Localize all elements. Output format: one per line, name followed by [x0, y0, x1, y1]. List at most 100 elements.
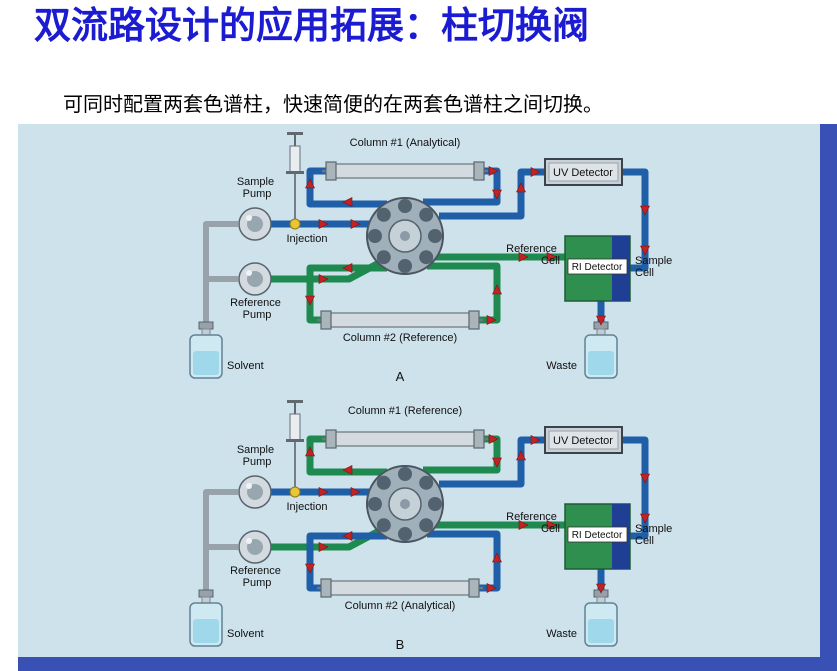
sample-cell-label: Sample Cell [635, 523, 675, 547]
flow-arrow [546, 520, 557, 530]
column-1 [322, 161, 488, 181]
uv-detector: UV Detector [544, 426, 623, 454]
uv-to-ri-tube [622, 168, 649, 272]
slide-subtitle: 可同时配置两套色谱柱，快速简便的在两套色谱柱之间切换。 [63, 94, 603, 116]
column-1-label: Column #1 (Analytical) [350, 137, 461, 149]
diagram-tag: A [396, 369, 405, 384]
ri-detector-label: RI Detector [572, 262, 623, 273]
flow-arrow [486, 315, 497, 325]
flow-arrow [305, 446, 315, 457]
flow-arrow [342, 531, 353, 541]
syringe-icon [286, 400, 304, 487]
sample-pump [238, 207, 272, 241]
diagram-panel: UV Detector RI Detector Column #1 (Analy… [18, 124, 820, 657]
column-1-label: Column #1 (Reference) [348, 405, 462, 417]
sample-pump-label: Sample Pump [237, 444, 277, 468]
sample-pump [238, 475, 272, 509]
uv-detector-label: UV Detector [553, 167, 613, 179]
diagram-tag: B [396, 637, 405, 652]
injection-port [289, 486, 301, 498]
flow-arrow [488, 166, 499, 176]
flow-arrow [318, 219, 329, 229]
column-1 [322, 429, 488, 449]
reference-pump-label: Reference Pump [230, 297, 284, 321]
solvent-label: Solvent [227, 628, 264, 640]
column-2-label: Column #2 (Reference) [343, 332, 457, 344]
injection-label: Injection [287, 233, 328, 245]
solvent-bottle [189, 589, 223, 647]
flow-arrow [596, 315, 606, 326]
page-title: 双流路设计的应用拓展：柱切换阀 [34, 6, 589, 47]
flow-arrow [640, 513, 650, 524]
flow-arrow [488, 434, 499, 444]
flow-arrow [492, 457, 502, 468]
solvent-bottle [189, 321, 223, 379]
column-2 [317, 310, 483, 330]
waste-bottle [584, 589, 618, 647]
injection-label: Injection [287, 501, 328, 513]
switching-valve [366, 197, 444, 275]
diagram-b-slot: UV Detector RI Detector Column #1 (Refer… [18, 396, 820, 656]
flow-arrow [596, 583, 606, 594]
flow-arrow [342, 465, 353, 475]
uv-detector-label: UV Detector [553, 435, 613, 447]
reference-cell-label: Reference Cell [506, 511, 560, 535]
uv-to-ri-tube [622, 436, 649, 540]
flow-arrow [530, 435, 541, 445]
solvent-pipe [203, 221, 238, 328]
flow-arrow [492, 284, 502, 295]
solvent-label: Solvent [227, 360, 264, 372]
flow-arrow [640, 205, 650, 216]
flow-arrow [530, 167, 541, 177]
waste-label: Waste [546, 360, 577, 372]
flow-arrow [640, 245, 650, 256]
ri-detector-label: RI Detector [572, 530, 623, 541]
uv-detector: UV Detector [544, 158, 623, 186]
flow-arrow [486, 583, 497, 593]
slide-right-bar [820, 124, 837, 671]
flow-arrow [318, 274, 329, 284]
valve-to-uv-tube [439, 436, 545, 488]
flow-arrow [518, 520, 529, 530]
flow-tubes [203, 435, 649, 600]
flow-arrow [318, 542, 329, 552]
flow-arrows [305, 434, 650, 594]
flow-arrow [640, 473, 650, 484]
flow-arrow [305, 295, 315, 306]
flow-arrow [350, 487, 361, 497]
flow-arrow [305, 178, 315, 189]
flow-arrow [516, 182, 526, 193]
diagram-b: UV Detector RI Detector Column #1 (Refer… [189, 400, 675, 652]
slide-bottom-bar [18, 657, 837, 671]
waste-label: Waste [546, 628, 577, 640]
reference-pump [238, 262, 272, 296]
flow-arrow [350, 219, 361, 229]
column-2-label: Column #2 (Analytical) [345, 600, 456, 612]
flow-arrow [342, 197, 353, 207]
flow-arrow [342, 263, 353, 273]
sample-cell-label: Sample Cell [635, 255, 675, 279]
column2-outlet-tube [427, 530, 501, 592]
ri-detector: RI Detector [564, 235, 631, 302]
column1-outlet-tube [423, 167, 501, 206]
waste-bottle [584, 321, 618, 379]
reference-pump-label: Reference Pump [230, 565, 284, 589]
flow-arrow [516, 450, 526, 461]
injection-port [289, 218, 301, 230]
flow-arrows [305, 166, 650, 326]
column2-outlet-tube [427, 262, 501, 324]
flow-arrow [518, 252, 529, 262]
flow-arrow [318, 487, 329, 497]
diagram-a: UV Detector RI Detector Column #1 (Analy… [189, 132, 675, 384]
reference-pump [238, 530, 272, 564]
ri-detector: RI Detector [564, 503, 631, 570]
column-2 [317, 578, 483, 598]
valve-to-uv-tube [439, 168, 545, 220]
flow-arrow [492, 189, 502, 200]
flow-arrow [305, 563, 315, 574]
sample-pump-label: Sample Pump [237, 176, 277, 200]
solvent-pipe [203, 489, 238, 596]
flow-arrow [546, 252, 557, 262]
reference-cell-label: Reference Cell [506, 243, 560, 267]
switching-valve [366, 465, 444, 543]
